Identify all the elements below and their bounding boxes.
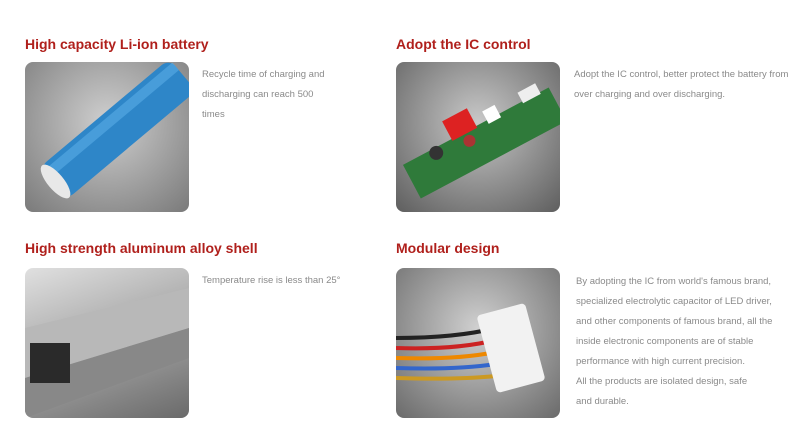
desc-line: All the products are isolated design, sa… bbox=[576, 376, 748, 387]
feature-title-ic: Adopt the IC control bbox=[396, 36, 531, 52]
desc-line: times bbox=[202, 109, 225, 120]
feature-title-modular: Modular design bbox=[396, 240, 500, 256]
battery-image bbox=[25, 62, 189, 212]
desc-line: inside electronic components are of stab… bbox=[576, 336, 754, 347]
feature-desc-shell: Temperature rise is less than 25° bbox=[202, 271, 340, 291]
feature-desc-modular: By adopting the IC from world's famous b… bbox=[576, 272, 772, 412]
aluminum-shell-image bbox=[25, 268, 189, 418]
circuit-board-image bbox=[396, 62, 560, 212]
desc-line: specialized electrolytic capacitor of LE… bbox=[576, 296, 772, 307]
desc-line: Recycle time of charging and bbox=[202, 69, 325, 80]
feature-title-shell: High strength aluminum alloy shell bbox=[25, 240, 258, 256]
desc-line: Adopt the IC control, better protect the… bbox=[574, 69, 789, 80]
desc-line: discharging can reach 500 bbox=[202, 89, 314, 100]
desc-line: and durable. bbox=[576, 396, 629, 407]
desc-line: and other components of famous brand, al… bbox=[576, 316, 773, 327]
desc-line: over charging and over discharging. bbox=[574, 89, 726, 100]
feature-desc-battery: Recycle time of charging and discharging … bbox=[202, 65, 325, 125]
feature-desc-ic: Adopt the IC control, better protect the… bbox=[574, 65, 788, 105]
connector-image bbox=[396, 268, 560, 418]
feature-title-battery: High capacity Li-ion battery bbox=[25, 36, 209, 52]
desc-line: performance with high current precision. bbox=[576, 356, 745, 367]
desc-line: By adopting the IC from world's famous b… bbox=[576, 276, 772, 287]
desc-line: Temperature rise is less than 25° bbox=[202, 275, 341, 286]
